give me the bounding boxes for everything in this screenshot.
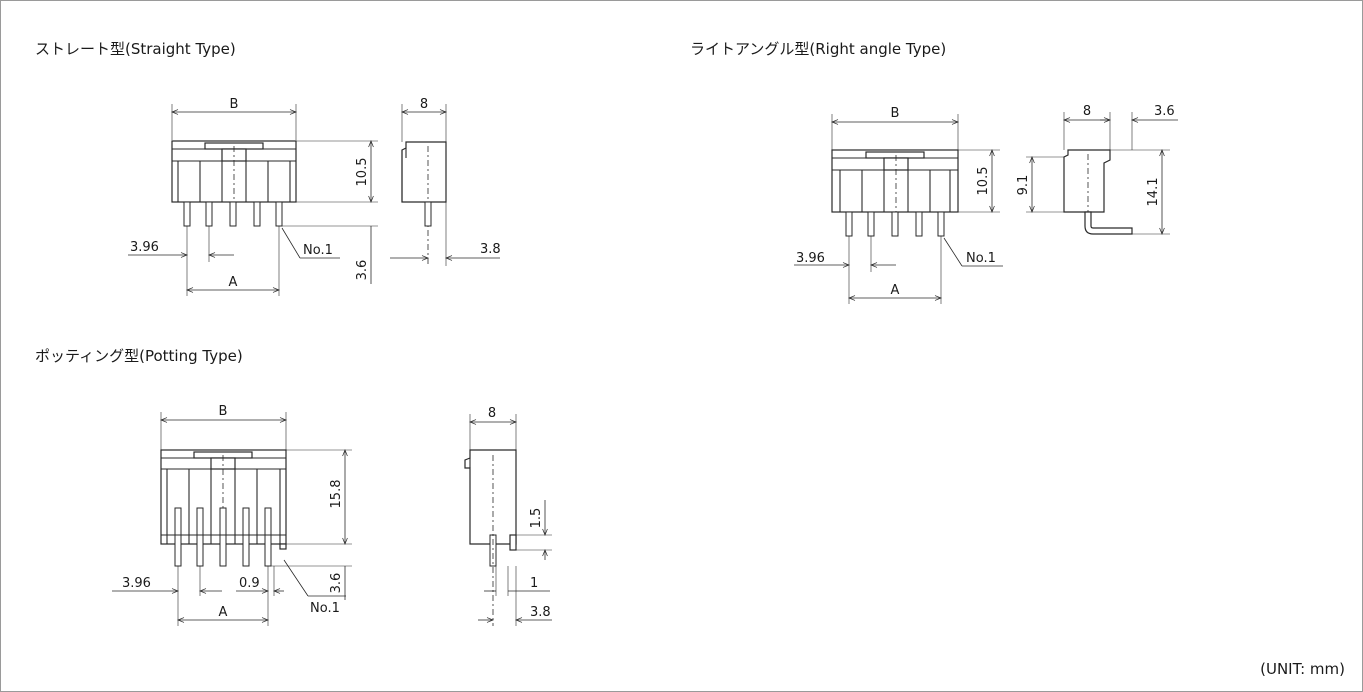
potting-dim-height: 15.8 — [329, 480, 344, 509]
straight-dim-a: A — [229, 275, 238, 290]
right-angle-side-dim-total-height: 14.1 — [1146, 178, 1161, 207]
straight-dim-height: 10.5 — [355, 158, 370, 187]
potting-dim-pin-length: 3.6 — [329, 573, 344, 594]
potting-type-title: ポッティング型(Potting Type) — [35, 347, 243, 365]
potting-side-dim-pin-thickness: 1 — [530, 576, 538, 591]
unit-label: (UNIT: mm) — [1260, 660, 1345, 678]
potting-dim-pin-width: 0.9 — [239, 576, 260, 591]
right-angle-side-dim-width: 8 — [1083, 104, 1091, 119]
potting-side-dim-offset: 3.8 — [530, 605, 551, 620]
right-angle-side-view — [1026, 112, 1178, 235]
straight-no1-label: No.1 — [303, 243, 333, 258]
potting-no1-label: No.1 — [310, 601, 340, 616]
right-angle-dim-pitch: 3.96 — [796, 251, 825, 266]
right-angle-dim-a: A — [891, 283, 900, 298]
potting-side-dim-stand: 1.5 — [529, 508, 544, 529]
potting-dim-a: A — [219, 605, 228, 620]
straight-side-dim-width: 8 — [420, 97, 428, 112]
right-angle-side-dim-body-height: 9.1 — [1016, 175, 1031, 196]
potting-dim-pitch: 3.96 — [122, 576, 151, 591]
straight-side-view — [390, 104, 500, 266]
straight-front-view — [128, 104, 378, 296]
right-angle-no1-label: No.1 — [966, 251, 996, 266]
straight-type-title: ストレート型(Straight Type) — [35, 40, 236, 58]
right-angle-dim-height: 10.5 — [976, 167, 991, 196]
right-angle-type-title: ライトアングル型(Right angle Type) — [690, 40, 947, 58]
potting-front-view — [112, 412, 352, 626]
potting-side-dim-width: 8 — [488, 406, 496, 421]
straight-dim-pin-length: 3.6 — [355, 260, 370, 281]
potting-dim-b: B — [219, 404, 228, 419]
right-angle-side-dim-offset: 3.6 — [1154, 104, 1175, 119]
straight-dim-pitch: 3.96 — [130, 240, 159, 255]
straight-side-dim-offset: 3.8 — [480, 242, 501, 257]
right-angle-front-view — [794, 114, 1003, 304]
right-angle-dim-b: B — [891, 106, 900, 121]
potting-side-view — [464, 414, 552, 626]
straight-dim-b: B — [230, 97, 239, 112]
